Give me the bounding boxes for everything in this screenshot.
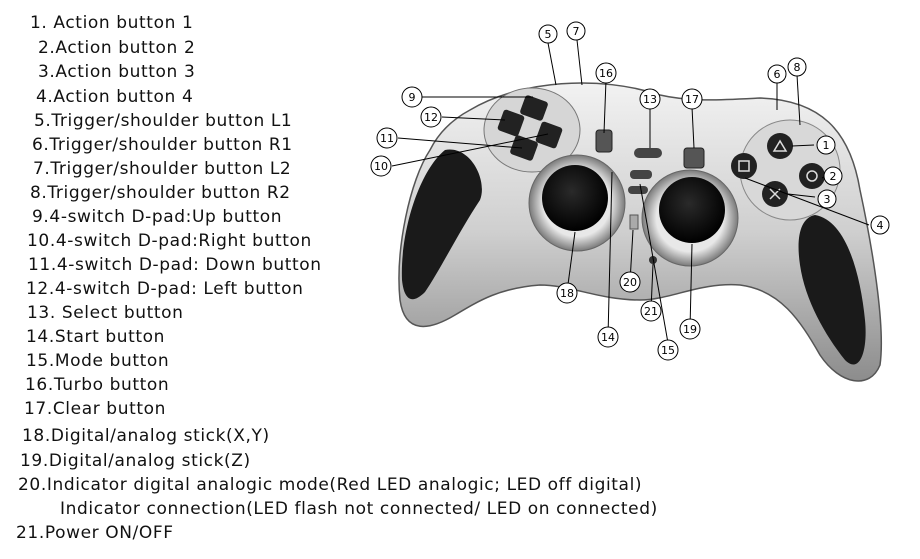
legend-item-12: 12.4-switch D-pad: Left button — [26, 279, 304, 299]
triangle-button[interactable] — [767, 133, 793, 159]
legend-item-20: 20.Indicator digital analogic mode(Red L… — [18, 475, 643, 495]
callout-6: 6 — [767, 64, 787, 84]
svg-text:21: 21 — [644, 305, 658, 318]
callout-16: 16 — [595, 62, 617, 84]
legend-item-13: 13. Select button — [27, 303, 184, 323]
circle-button[interactable] — [799, 163, 825, 189]
legend-item-2: 2.Action button 2 — [38, 38, 196, 58]
svg-text:20: 20 — [623, 276, 637, 289]
svg-text:14: 14 — [601, 331, 615, 344]
legend-item-10: 10.4-switch D-pad:Right button — [27, 231, 312, 251]
callout-5: 5 — [538, 24, 558, 44]
legend-item-11: 11.4-switch D-pad: Down button — [28, 255, 322, 275]
svg-text:18: 18 — [560, 287, 574, 300]
dpad-right[interactable] — [535, 121, 563, 149]
callout-21: 21 — [640, 300, 662, 322]
legend-item-18: 18.Digital/analog stick(X,Y) — [22, 426, 270, 446]
svg-text:9: 9 — [409, 91, 416, 104]
gamepad-diagram: 1 2 3 4 5 6 7 8 9 10 11 12 13 14 15 16 1… — [370, 21, 890, 382]
legend-item-5: 5.Trigger/shoulder button L1 — [34, 111, 293, 131]
svg-text:2: 2 — [830, 170, 837, 183]
callout-14: 14 — [597, 326, 619, 348]
svg-text:8: 8 — [794, 61, 801, 74]
callout-20: 20 — [619, 271, 641, 293]
dpad-up[interactable] — [519, 94, 548, 121]
svg-text:15: 15 — [661, 344, 675, 357]
callout-markers: 1 2 3 4 5 6 7 8 9 10 11 12 13 14 15 16 1… — [370, 21, 890, 361]
legend-item-1: 1. Action button 1 — [30, 13, 194, 33]
callout-4: 4 — [870, 215, 890, 235]
callout-2: 2 — [823, 166, 843, 186]
callout-3: 3 — [817, 189, 837, 209]
svg-text:17: 17 — [685, 93, 699, 106]
select-button[interactable] — [634, 148, 662, 158]
svg-text:4: 4 — [877, 219, 884, 232]
legend-item-20-continued: Indicator connection(LED flash not conne… — [60, 499, 658, 519]
mode-indicator-led — [629, 214, 639, 230]
callout-9: 9 — [401, 86, 423, 108]
svg-text:10: 10 — [374, 160, 388, 173]
right-grip — [798, 215, 866, 365]
legend-item-7: 7.Trigger/shoulder button L2 — [33, 159, 292, 179]
legend-item-16: 16.Turbo button — [25, 375, 170, 395]
callout-10: 10 — [370, 155, 392, 177]
legend-item-9: 9.4-switch D-pad:Up button — [32, 207, 283, 227]
svg-text:5: 5 — [545, 28, 552, 41]
left-grip — [401, 149, 482, 300]
start-button[interactable] — [628, 186, 648, 194]
dpad-down[interactable] — [509, 134, 538, 161]
legend-item-15: 15.Mode button — [26, 351, 170, 371]
callout-19: 19 — [679, 318, 701, 340]
clear-button[interactable] — [683, 147, 705, 169]
legend-item-3: 3.Action button 3 — [38, 62, 196, 82]
legend-item-6: 6.Trigger/shoulder button R1 — [32, 135, 293, 155]
legend-item-8: 8.Trigger/shoulder button R2 — [30, 183, 291, 203]
svg-text:19: 19 — [683, 323, 697, 336]
callout-7: 7 — [566, 21, 586, 41]
right-analog-stick[interactable] — [659, 177, 725, 243]
svg-text:6: 6 — [774, 68, 781, 81]
callout-8: 8 — [787, 57, 807, 77]
svg-text:16: 16 — [599, 67, 613, 80]
legend-item-17: 17.Clear button — [24, 399, 166, 419]
callout-1: 1 — [816, 135, 836, 155]
callout-17: 17 — [681, 88, 703, 110]
button-legend: 1. Action button 1 2.Action button 2 3.A… — [16, 13, 658, 543]
svg-text:11: 11 — [380, 132, 394, 145]
square-button[interactable] — [731, 153, 757, 179]
legend-item-19: 19.Digital/analog stick(Z) — [20, 451, 251, 471]
callout-lines — [391, 39, 870, 344]
left-analog-stick[interactable] — [542, 165, 608, 231]
svg-text:12: 12 — [424, 111, 438, 124]
callout-13: 13 — [639, 88, 661, 110]
callout-11: 11 — [376, 127, 398, 149]
callout-15: 15 — [657, 339, 679, 361]
callout-12: 12 — [420, 106, 442, 128]
legend-item-14: 14.Start button — [26, 327, 166, 347]
dpad-left[interactable] — [497, 109, 525, 137]
turbo-button[interactable] — [595, 129, 613, 153]
mode-button[interactable] — [630, 170, 652, 179]
svg-text:7: 7 — [573, 25, 580, 38]
callout-18: 18 — [556, 282, 578, 304]
legend-item-4: 4.Action button 4 — [36, 87, 194, 107]
svg-text:3: 3 — [824, 193, 831, 206]
legend-item-21: 21.Power ON/OFF — [16, 523, 174, 543]
svg-text:1: 1 — [823, 139, 830, 152]
svg-text:13: 13 — [643, 93, 657, 106]
